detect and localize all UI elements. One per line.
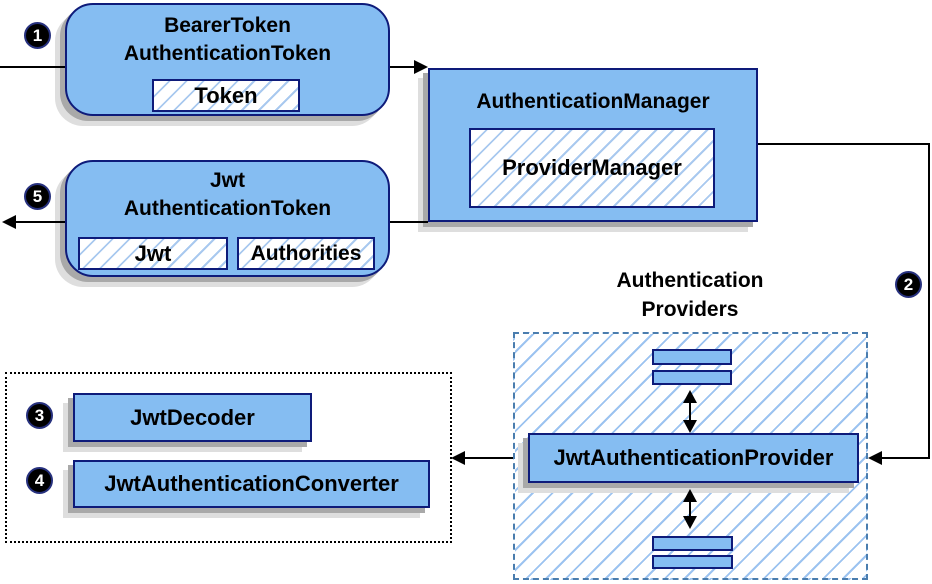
bearer-token-title-line1: BearerToken <box>164 14 291 37</box>
arrowhead-into-jwt-authentication-provider <box>868 451 882 465</box>
step2-top-line <box>758 143 930 145</box>
step2-bottom-line <box>880 457 930 459</box>
provider-placeholder-rect-bottom-2 <box>652 555 733 569</box>
jwt-authentication-converter-node: JwtAuthenticationConverter <box>73 460 430 508</box>
step-3-badge: 3 <box>26 402 53 429</box>
bearer-to-manager-line <box>390 66 416 68</box>
jwt-authentication-token-node: Jwt AuthenticationToken Jwt Authorities <box>65 160 390 277</box>
jwt-field-box: Jwt <box>78 237 228 270</box>
step-5-badge: 5 <box>24 183 51 210</box>
authentication-manager-title: AuthenticationManager <box>476 90 710 113</box>
arrowhead-into-decoder-box <box>451 451 465 465</box>
provider-manager-label: ProviderManager <box>502 155 682 180</box>
manager-to-jwt-token-line <box>390 221 428 223</box>
provider-placeholder-rect-top-2 <box>652 370 732 385</box>
jwt-token-title-line1: Jwt <box>209 169 245 192</box>
authentication-providers-caption: Authentication Providers <box>555 266 825 324</box>
arrowhead-down-icon <box>683 516 697 529</box>
token-field-box: Token <box>152 79 300 112</box>
provider-list-arrow-top <box>682 390 698 433</box>
step-1-badge: 1 <box>24 22 51 49</box>
bearer-token-authentication-token-node: BearerToken AuthenticationToken Token <box>65 3 390 116</box>
provider-to-decoder-line <box>464 457 513 459</box>
provider-placeholder-rect-top-1 <box>652 349 732 365</box>
jwt-token-node-title: Jwt AuthenticationToken <box>67 167 388 223</box>
provider-manager-box: ProviderManager <box>469 128 715 208</box>
step-4-badge: 4 <box>26 467 53 494</box>
token-field-label: Token <box>194 82 258 108</box>
jwt-decoder-node: JwtDecoder <box>73 393 312 442</box>
authentication-manager-node: AuthenticationManager ProviderManager <box>428 68 758 222</box>
arrowhead-response-out <box>2 215 16 229</box>
jwt-authentication-converter-label: JwtAuthenticationConverter <box>104 471 399 496</box>
arrow-shaft <box>689 498 691 520</box>
providers-caption-line2: Providers <box>641 298 739 321</box>
arrow-shaft <box>689 399 691 424</box>
step2-right-line <box>928 143 930 459</box>
step-2-badge: 2 <box>895 271 922 298</box>
provider-list-arrow-bottom <box>682 489 698 529</box>
bearer-token-node-title: BearerToken AuthenticationToken <box>67 12 388 68</box>
arrowhead-down-icon <box>683 420 697 433</box>
jwt-token-title-line2: AuthenticationToken <box>123 197 332 220</box>
authorities-field-label: Authorities <box>250 241 362 265</box>
arrowhead-up-icon <box>683 390 697 403</box>
arrowhead-up-icon <box>683 489 697 502</box>
jwt-authentication-provider-node: JwtAuthenticationProvider <box>528 433 859 483</box>
jwt-decoder-label: JwtDecoder <box>130 404 255 430</box>
request-in-line <box>0 66 65 68</box>
authorities-field-box: Authorities <box>237 237 375 270</box>
response-out-line <box>15 221 65 223</box>
bearer-token-title-line2: AuthenticationToken <box>123 42 332 65</box>
providers-caption-line1: Authentication <box>616 269 764 292</box>
jwt-field-label: Jwt <box>134 240 172 266</box>
arrowhead-into-authentication-manager <box>414 60 428 74</box>
jwt-authentication-provider-label: JwtAuthenticationProvider <box>553 445 834 470</box>
provider-placeholder-rect-bottom-1 <box>652 536 733 551</box>
